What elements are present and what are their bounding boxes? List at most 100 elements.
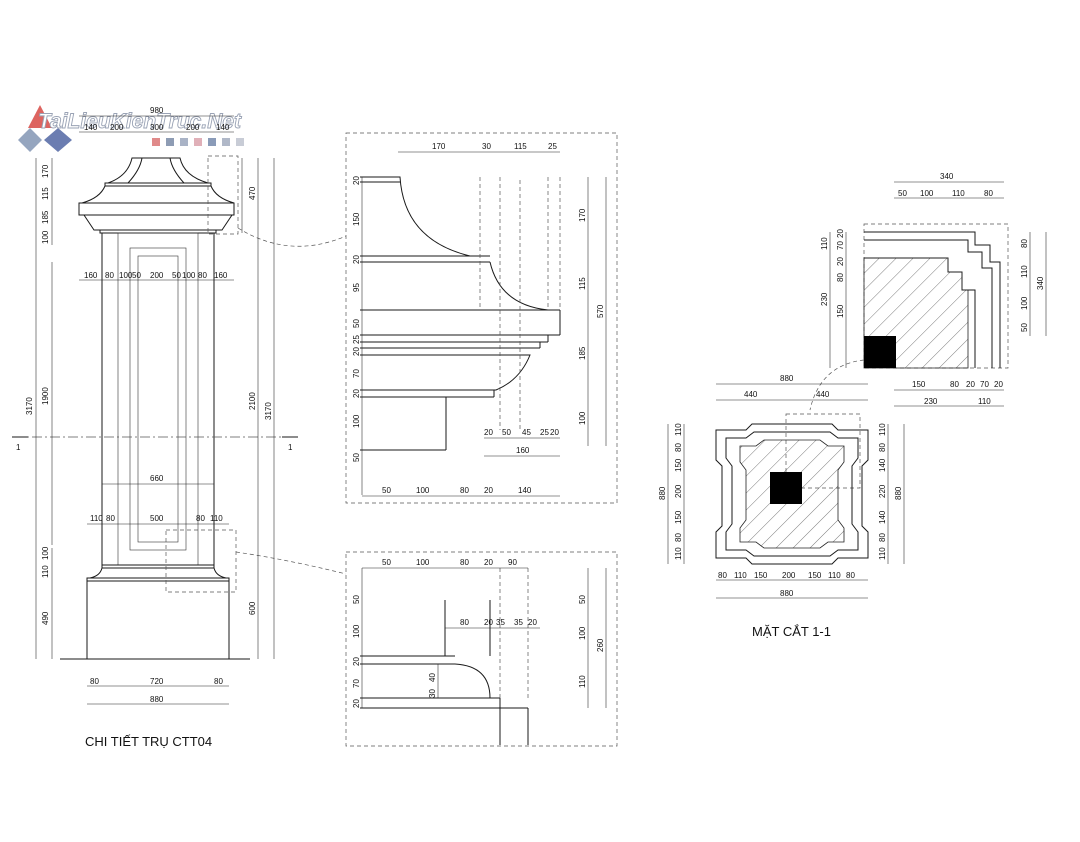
s-top-total: 880 — [780, 374, 794, 383]
detail-capital: 170 30 115 25 20 150 20 95 50 25 20 70 2… — [345, 132, 618, 504]
dim-base-left-2: 110 — [41, 565, 50, 578]
dt-left-7: 20 — [352, 347, 361, 356]
s-left-7: 110 — [674, 547, 683, 560]
s-bottom-7: 80 — [846, 571, 855, 580]
s-right-4: 220 — [878, 484, 887, 498]
sc-right-1: 80 — [1020, 239, 1029, 248]
sc-left-2: 70 — [836, 241, 845, 250]
db-top-2: 100 — [416, 558, 430, 567]
dt-left-9: 20 — [352, 389, 361, 398]
dt-b1-3: 45 — [522, 428, 531, 437]
db-right-3: 110 — [578, 675, 587, 688]
dim-right-top: 470 — [248, 186, 257, 200]
dim-base-top-1: 110 — [90, 514, 103, 523]
s-left-5: 150 — [674, 510, 683, 524]
s-bottom-2: 110 — [734, 571, 747, 580]
db-left-2: 100 — [352, 624, 361, 638]
dim-right-mid: 2100 — [248, 392, 257, 410]
section-mark-left: 1 — [16, 443, 21, 452]
s-bottom-5: 150 — [808, 571, 822, 580]
section-1-1: 880 440 440 880 110 80 150 200 150 80 11… — [658, 374, 905, 639]
dt-right-4: 100 — [578, 411, 587, 425]
dt-top-3: 115 — [514, 142, 527, 151]
watermark-logo: TaiLieuKienTruc.Net — [18, 105, 244, 152]
dim-base-left-3: 490 — [41, 611, 50, 625]
dim-top-4: 200 — [186, 123, 200, 132]
s-left-1: 110 — [674, 423, 683, 436]
s-bottom-total: 880 — [780, 589, 794, 598]
sc-top-4: 80 — [984, 189, 993, 198]
dim-left-2: 115 — [41, 187, 50, 200]
s-left-2: 80 — [674, 443, 683, 452]
detail-base: 50 100 80 20 90 80 20 35 35 20 50 100 20… — [345, 551, 618, 747]
sc-top-3: 110 — [952, 189, 965, 198]
dim-top-3: 300 — [150, 123, 164, 132]
sc-bottom-total-2: 110 — [978, 397, 991, 406]
dt-left-10: 100 — [352, 414, 361, 428]
sc-bottom-4: 70 — [980, 380, 989, 389]
dim-bottom-1: 80 — [90, 677, 99, 686]
s-bottom-6: 110 — [828, 571, 841, 580]
watermark-text: TaiLieuKienTruc.Net — [38, 110, 242, 133]
dim-shaft-5: 200 — [150, 271, 164, 280]
dt-top-1: 170 — [432, 142, 446, 151]
s-right-2: 80 — [878, 443, 887, 452]
sc-bottom-total-1: 230 — [924, 397, 938, 406]
dt-b1-4: 25 — [540, 428, 549, 437]
dt-left-11: 50 — [352, 453, 361, 462]
dim-top-total: 980 — [150, 106, 164, 115]
sc-left-3: 20 — [836, 229, 845, 238]
dt-b2-1: 50 — [382, 486, 391, 495]
sc-top-1: 50 — [898, 189, 907, 198]
dim-shaft-8: 80 — [198, 271, 207, 280]
dt-top-4: 25 — [548, 142, 557, 151]
dt-right-2: 115 — [578, 277, 587, 290]
sc-left-1: 110 — [820, 237, 829, 250]
s-bottom-4: 200 — [782, 571, 796, 580]
column-elevation: 1 1 980 140 200 300 200 140 170 115 185 … — [12, 106, 347, 749]
sc-right-2: 110 — [1020, 265, 1029, 278]
sc-top-total: 340 — [940, 172, 954, 181]
dim-left-3: 185 — [41, 210, 50, 224]
dt-b1-1: 20 — [484, 428, 493, 437]
db-left-3: 20 — [352, 657, 361, 666]
dt-right-1: 170 — [578, 208, 587, 222]
s-left-3: 150 — [674, 458, 683, 472]
elevation-title: CHI TIẾT TRỤ CTT04 — [85, 734, 212, 749]
dt-b2-2: 100 — [416, 486, 430, 495]
dt-left-1: 20 — [352, 176, 361, 185]
s-left-6: 80 — [674, 533, 683, 542]
db-right-total: 260 — [596, 638, 605, 652]
sc-left-7: 150 — [836, 304, 845, 318]
dim-base-left-1: 100 — [41, 546, 50, 560]
db-left-1: 50 — [352, 595, 361, 604]
dim-top-1: 140 — [84, 123, 98, 132]
db-mid-2: 20 — [484, 618, 493, 627]
dt-left-5: 50 — [352, 319, 361, 328]
dim-inner-width: 660 — [150, 474, 164, 483]
db-right-1: 50 — [578, 595, 587, 604]
s-top-half-2: 440 — [816, 390, 830, 399]
sc-top-2: 100 — [920, 189, 934, 198]
dt-left-3: 20 — [352, 255, 361, 264]
sc-right-4: 50 — [1020, 323, 1029, 332]
dim-shaft-4: 50 — [132, 271, 141, 280]
s-right-5: 140 — [878, 510, 887, 524]
db-top-3: 80 — [460, 558, 469, 567]
dt-b1-total: 160 — [516, 446, 530, 455]
db-left-4: 70 — [352, 679, 361, 688]
dim-base-right: 600 — [248, 601, 257, 615]
sc-bottom-1: 150 — [912, 380, 926, 389]
sc-right-3: 100 — [1020, 296, 1029, 310]
sc-left-5: 80 — [836, 273, 845, 282]
dt-b1-5: 20 — [550, 428, 559, 437]
db-top-5: 90 — [508, 558, 517, 567]
db-mid-3: 35 — [496, 618, 505, 627]
dim-shaft-7: 100 — [182, 271, 196, 280]
db-inner-2: 30 — [428, 689, 437, 698]
dim-right-overall: 3170 — [264, 402, 273, 420]
s-right-7: 110 — [878, 547, 887, 560]
dim-left-total: 1900 — [41, 387, 50, 405]
dim-shaft-6: 50 — [172, 271, 181, 280]
